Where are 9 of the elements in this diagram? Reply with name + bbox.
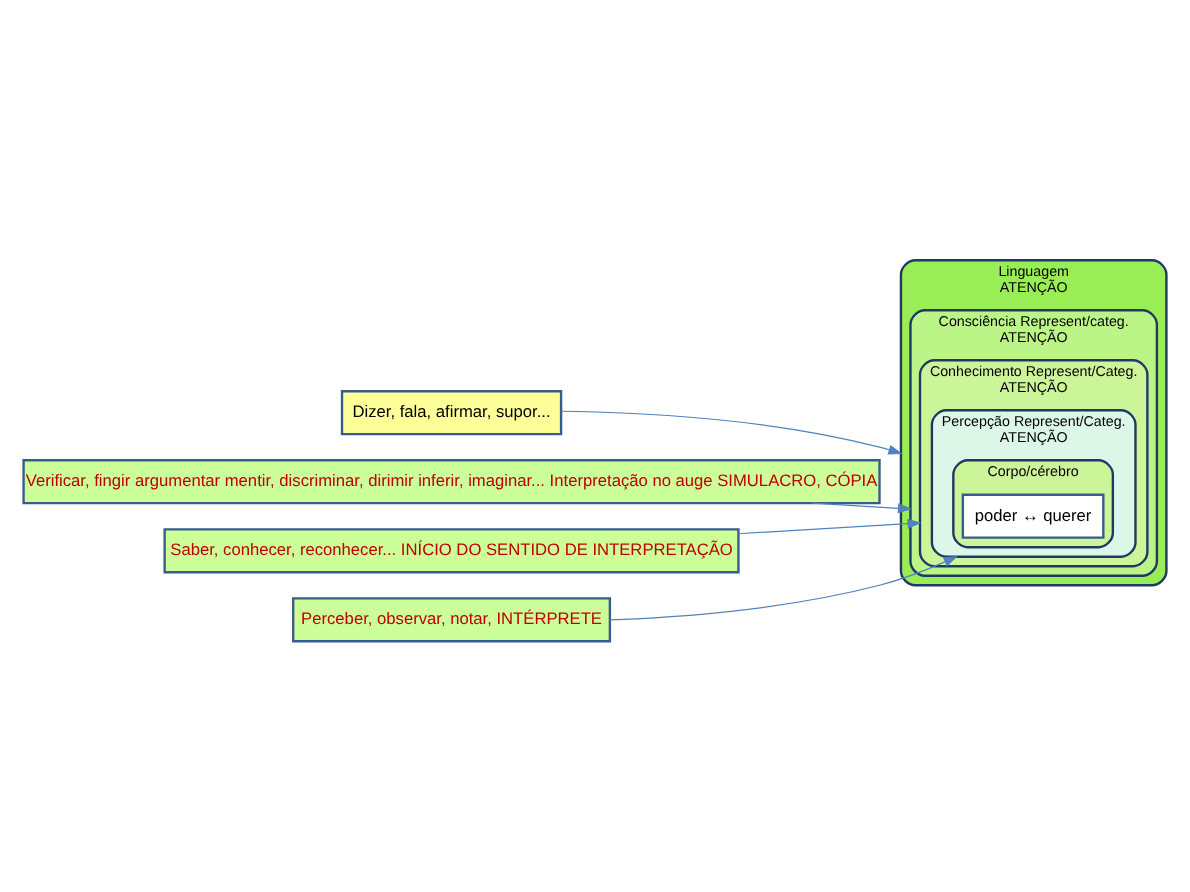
node-box: Perceber, observar, notar, INTÉRPRETE: [292, 597, 612, 643]
arrow: [609, 555, 958, 621]
node-box: poder ↔ querer: [961, 493, 1105, 539]
node-box: Dizer, fala, afirmar, supor...: [340, 390, 563, 436]
node-box: Saber, conhecer, reconhecer... INÍCIO DO SENTIDO DE INTERPRETAÇÃO: [163, 528, 740, 574]
arrow: [811, 502, 913, 514]
arrow: [560, 410, 903, 455]
arrow: [737, 518, 922, 535]
node-box: Verificar, fingir argumentar mentir, discriminar, dirimir inferir, imaginar... Interpretação no auge SIMULACRO, CÓPIA: [22, 459, 881, 505]
